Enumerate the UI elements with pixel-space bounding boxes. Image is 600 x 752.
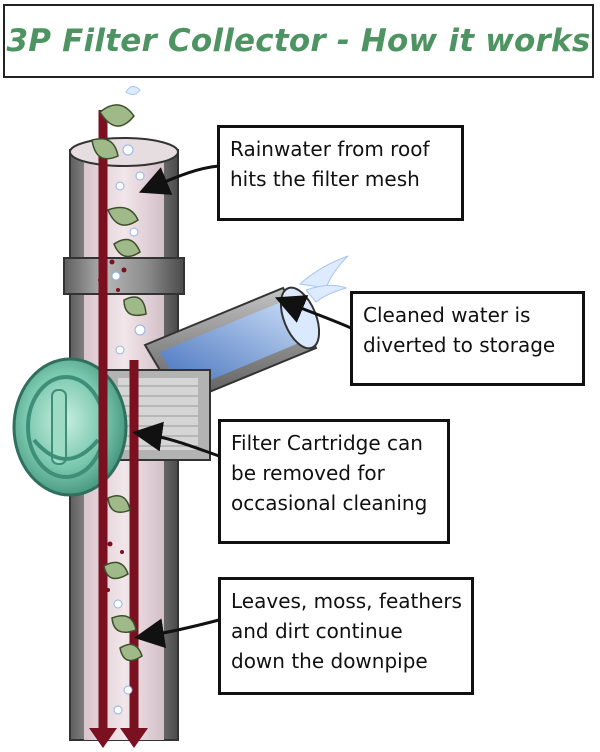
water-spray-decoration — [125, 86, 349, 303]
callout-cleaned-water: Cleaned water is diverted to storage — [350, 291, 585, 386]
callout-filter-cartridge: Filter Cartridge can be removed for occa… — [218, 419, 450, 544]
pointer-rainwater — [138, 164, 220, 195]
callout-rainwater: Rainwater from roof hits the filter mesh — [217, 125, 464, 221]
pointer-cleaned — [274, 295, 352, 330]
callout-debris: Leaves, moss, feathers and dirt continue… — [218, 577, 474, 695]
pointer-debris — [134, 618, 220, 649]
title-box: 3P Filter Collector - How it works — [3, 4, 594, 78]
diagram-title: 3P Filter Collector - How it works — [6, 23, 591, 59]
pointer-cartridge — [132, 421, 220, 458]
leaves-decoration — [91, 104, 147, 662]
filter-cartridge-cap — [12, 357, 128, 497]
debris-specks-decoration — [98, 259, 127, 592]
callout-pointers — [132, 164, 352, 649]
